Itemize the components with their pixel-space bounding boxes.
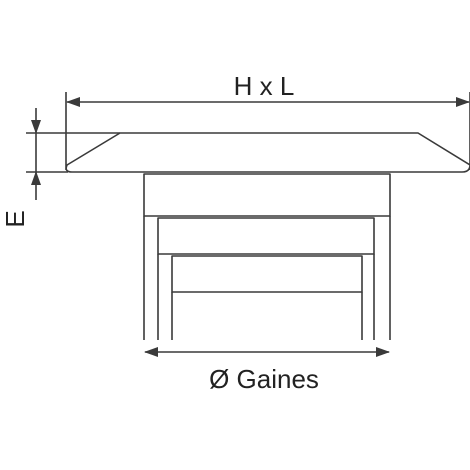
- thickness-dimension-label: E: [0, 210, 30, 227]
- duct-diameter-label: Ø Gaines: [209, 364, 319, 394]
- inner-duct: [171, 255, 363, 293]
- housing-collar: [143, 173, 391, 217]
- face-plate: [65, 132, 470, 173]
- width-dimension-label: H x L: [234, 71, 295, 101]
- inner-ring: [157, 217, 375, 255]
